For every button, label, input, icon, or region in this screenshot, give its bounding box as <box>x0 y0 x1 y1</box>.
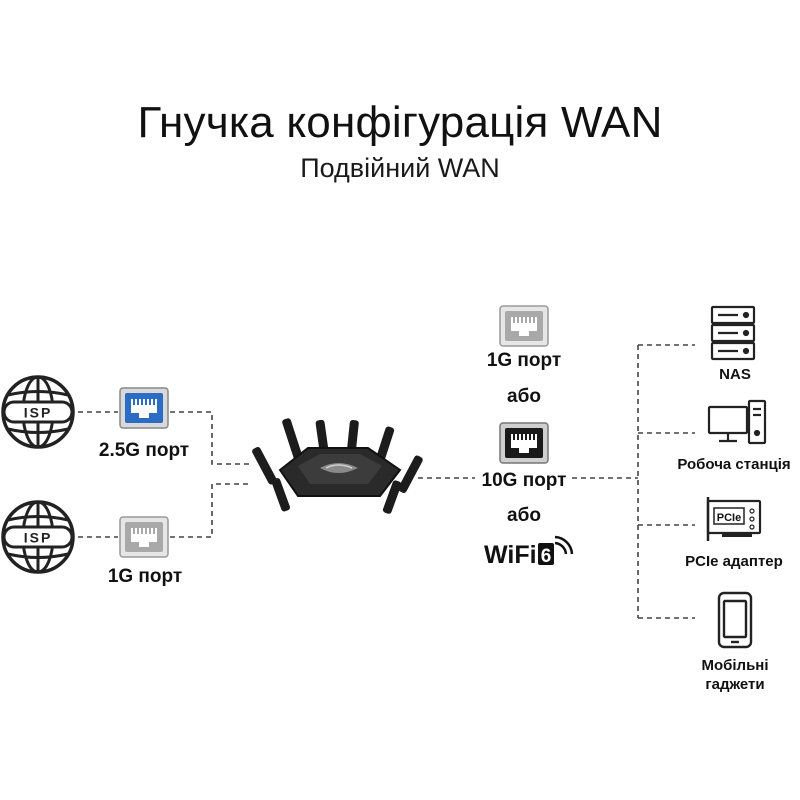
ethernet-port-1g-icon-middle <box>499 305 549 347</box>
port-1g-label-middle: 1G порт <box>486 350 562 371</box>
wifi-logo-text: WiFi <box>484 541 537 569</box>
connector-lines <box>78 344 695 619</box>
workstation-label: Робоча станція <box>677 456 791 473</box>
isp-globe-icon-top: ISP <box>1 375 75 449</box>
router-icon <box>252 418 423 514</box>
wifi6-logo: WiFi 6 <box>484 535 574 569</box>
line-port25g-to-router <box>170 411 250 465</box>
pcie-card-icon: PCIe <box>706 497 762 541</box>
wifi-logo-number: 6 <box>541 546 552 567</box>
mobile-phone-icon <box>717 591 753 649</box>
ethernet-port-1g-icon-left <box>119 516 169 558</box>
port-1g-label-left: 1G порт <box>107 566 183 587</box>
port-2-5g-label: 2.5G порт <box>98 440 190 461</box>
ethernet-port-2-5g-icon <box>119 387 169 429</box>
isp-label: ISP <box>24 405 53 421</box>
line-port1g-to-router <box>170 483 250 538</box>
isp-globe-icon-bottom: ISP <box>1 500 75 574</box>
page-subtitle: Подвійний WAN <box>300 153 500 183</box>
mobile-label-line1: Мобільні <box>701 657 769 674</box>
mobile-label: Мобільні гаджети <box>680 656 790 694</box>
ethernet-port-10g-icon <box>499 422 549 464</box>
isp-label: ISP <box>24 530 53 546</box>
or-label-2: або <box>507 505 541 526</box>
nas-label: NAS <box>719 366 751 383</box>
pcie-card-text: PCIe <box>717 512 741 524</box>
workstation-icon <box>707 399 767 445</box>
page-title: Гнучка конфігурація WAN <box>137 98 663 147</box>
mobile-label-line2: гаджети <box>705 676 765 693</box>
pcie-adapter-label: PCIe адаптер <box>685 553 783 570</box>
or-label-1: або <box>507 386 541 407</box>
port-10g-label: 10G порт <box>481 470 567 491</box>
nas-icon <box>710 305 756 361</box>
